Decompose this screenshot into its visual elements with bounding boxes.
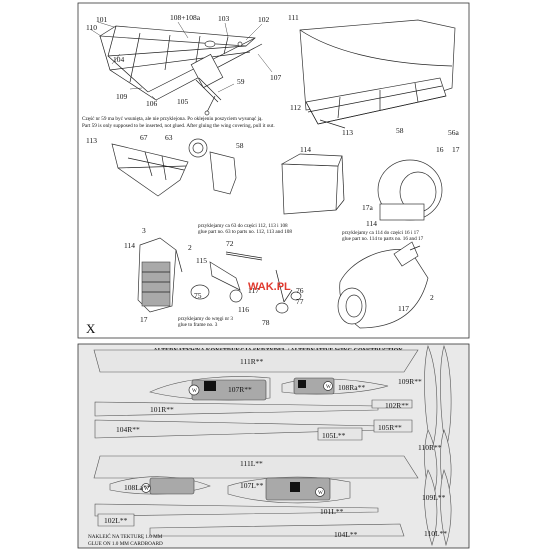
wing-frame-leaders bbox=[89, 21, 273, 102]
label-102: 102 bbox=[258, 15, 270, 24]
label-77: 77 bbox=[296, 297, 304, 306]
label-107: 107 bbox=[270, 73, 282, 82]
label-108La: 108La** bbox=[124, 483, 151, 492]
label-112: 112 bbox=[290, 103, 301, 112]
part-105R bbox=[373, 419, 413, 433]
label-116: 116 bbox=[238, 305, 249, 314]
note-glue-114-pl: przyklejamy ca 114 do części 16 i 17 bbox=[342, 230, 419, 236]
wing-frame-drawing bbox=[98, 25, 263, 116]
landing-gear-drawing bbox=[190, 251, 302, 314]
label-2-nacelle: 2 bbox=[430, 293, 434, 302]
label-109R: 109R** bbox=[398, 377, 422, 386]
label-117-gear: 117 bbox=[248, 286, 259, 295]
bottom-parts-sheet: ALTERNATYWNA KONSTRUKCJA SKRZYDEŁ / ALTE… bbox=[77, 343, 470, 549]
label-104R: 104R** bbox=[116, 425, 140, 434]
footer-note-en: GLUE ON 1.0 MM CARDBOARD bbox=[88, 541, 163, 547]
badge-w-4: W bbox=[318, 490, 323, 496]
label-17-cyl: 17 bbox=[452, 145, 460, 154]
label-17-rad: 17 bbox=[140, 315, 148, 324]
label-3: 3 bbox=[142, 226, 146, 235]
label-56a: 56a bbox=[448, 128, 460, 137]
label-2-rad: 2 bbox=[188, 243, 192, 252]
skin-piece-58 bbox=[209, 151, 237, 195]
label-110: 110 bbox=[86, 23, 97, 32]
badge-w-1: W bbox=[192, 388, 197, 394]
label-78: 78 bbox=[262, 318, 270, 327]
label-117-nacelle: 117 bbox=[398, 304, 409, 313]
part-105L bbox=[317, 427, 363, 441]
label-105R: 105R** bbox=[378, 423, 402, 432]
label-107R: 107R** bbox=[228, 385, 252, 394]
part-102L bbox=[97, 513, 135, 527]
label-101R: 101R** bbox=[150, 405, 174, 414]
label-63: 63 bbox=[165, 133, 173, 142]
label-105: 105 bbox=[177, 97, 189, 106]
label-110R: 110R** bbox=[418, 443, 442, 452]
label-58-top: 58 bbox=[396, 126, 404, 135]
label-110L: 110L** bbox=[424, 529, 447, 538]
box-114-drawing bbox=[280, 153, 345, 215]
note-glue-114-en: glue part no. 114 to parts no. 16 and 17 bbox=[342, 236, 424, 242]
label-105L: 105L** bbox=[322, 431, 346, 440]
wing-skin-drawing bbox=[299, 19, 456, 129]
part-104L bbox=[149, 523, 405, 537]
part-111L bbox=[93, 455, 419, 479]
label-108Ra: 108Ra** bbox=[338, 383, 365, 392]
label-104: 104 bbox=[113, 55, 125, 64]
label-115: 115 bbox=[196, 256, 207, 265]
radiator-drawing bbox=[137, 237, 183, 313]
top-instruction-panel: 101 110 104 109 106 108+108a 103 102 107… bbox=[77, 2, 470, 339]
label-59: 59 bbox=[237, 77, 245, 86]
label-17a: 17a bbox=[362, 203, 374, 212]
label-16: 16 bbox=[436, 145, 444, 154]
sheet-letter: X bbox=[86, 321, 96, 336]
part-101L bbox=[94, 503, 379, 517]
note-frame-3-en: glue to frame no. 3 bbox=[178, 321, 218, 328]
note-glue-63-en: glue part no. 63 to parts no. 112, 113 a… bbox=[198, 229, 292, 235]
label-113-flap: 113 bbox=[86, 136, 97, 145]
label-107L: 107L** bbox=[240, 481, 264, 490]
label-75: 75 bbox=[194, 291, 202, 300]
radiator-grille bbox=[141, 261, 171, 307]
label-106: 106 bbox=[146, 99, 158, 108]
label-103: 103 bbox=[218, 14, 230, 23]
part-102R bbox=[371, 399, 413, 409]
part-109L bbox=[424, 469, 438, 546]
label-101: 101 bbox=[96, 15, 108, 24]
label-104L: 104L** bbox=[334, 530, 358, 539]
label-111L: 111L** bbox=[240, 459, 263, 468]
note-frame-3-pl: przyklejamy do wręgi nr 3 bbox=[178, 316, 233, 322]
label-113-top: 113 bbox=[342, 128, 353, 137]
label-111: 111 bbox=[288, 13, 299, 22]
label-58-flap: 58 bbox=[236, 141, 244, 150]
part-101R bbox=[94, 401, 379, 417]
label-102R: 102R** bbox=[385, 401, 409, 410]
note-part-59-pl: Część nr 59 ma być wsunięta, ale nie prz… bbox=[82, 116, 263, 122]
part-111R bbox=[93, 349, 419, 373]
engine-nacelle-drawing bbox=[337, 241, 429, 329]
note-glue-63-pl: przyklejamy ca 63 do części 112, 113 i 1… bbox=[198, 223, 288, 229]
label-111R: 111R** bbox=[240, 357, 263, 366]
watermark: WAK.PL bbox=[248, 281, 291, 293]
label-101L: 101L** bbox=[320, 507, 344, 516]
cylinder-16-17 bbox=[377, 159, 443, 221]
label-109: 109 bbox=[116, 92, 128, 101]
label-102L: 102L** bbox=[104, 516, 128, 525]
label-114-cyl: 114 bbox=[366, 219, 377, 228]
badge-w-2: W bbox=[326, 384, 331, 390]
footer-note-pl: NAKLEIĆ NA TEKTURĘ 1.0 MM bbox=[88, 532, 163, 540]
label-114-box: 114 bbox=[300, 145, 311, 154]
flap-assembly-drawing bbox=[111, 138, 208, 197]
label-108-108a: 108+108a bbox=[170, 13, 201, 22]
label-109L: 109L** bbox=[422, 493, 446, 502]
label-67: 67 bbox=[140, 133, 148, 142]
label-72: 72 bbox=[226, 239, 234, 248]
label-114-rad: 114 bbox=[124, 241, 135, 250]
badge-w-3: W bbox=[144, 486, 149, 492]
note-part-59-en: Part 59 is only supposed to be inserted,… bbox=[82, 122, 275, 129]
label-76: 76 bbox=[296, 286, 304, 295]
